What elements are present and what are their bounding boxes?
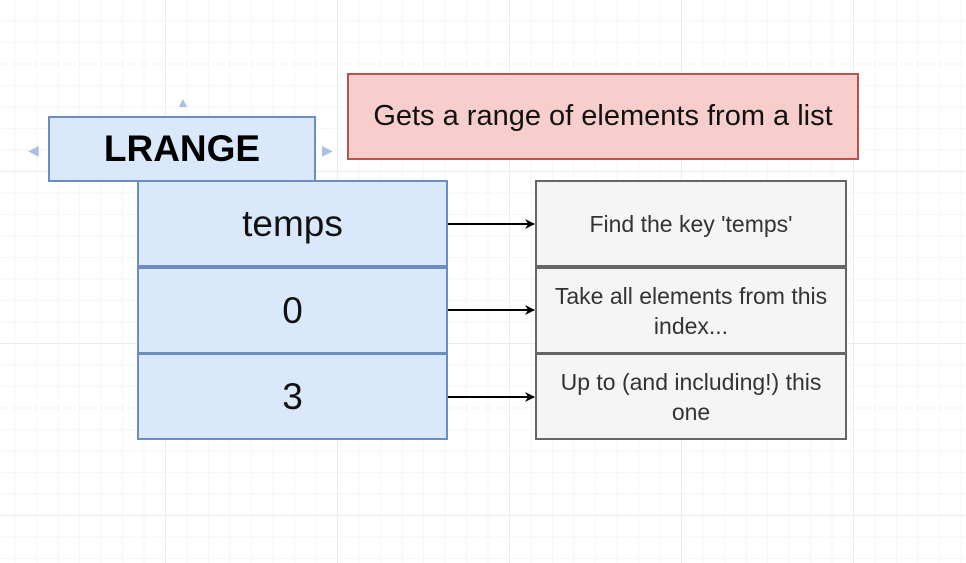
description-text: Gets a range of elements from a list: [373, 100, 833, 132]
note-key-text: Find the key 'temps': [589, 210, 793, 237]
resize-arrow-up-icon[interactable]: ▲: [176, 94, 190, 110]
resize-arrow-left-icon[interactable]: ◀: [28, 142, 39, 158]
note-start-text: Take all elements from this index...: [554, 282, 828, 339]
command-title-text: LRANGE: [103, 128, 261, 169]
argument-stop-text: 3: [282, 375, 303, 417]
note-key-cell[interactable]: Find the key 'temps': [535, 180, 847, 267]
resize-arrow-right-icon[interactable]: ▶: [322, 142, 333, 158]
argument-stop-cell[interactable]: 3: [137, 353, 448, 440]
argument-key-text: temps: [242, 202, 343, 244]
description-box[interactable]: Gets a range of elements from a list: [347, 73, 859, 160]
note-stop-cell[interactable]: Up to (and including!) this one: [535, 353, 847, 440]
argument-key-cell[interactable]: temps: [137, 180, 448, 267]
argument-start-text: 0: [282, 289, 303, 331]
command-title-box[interactable]: LRANGE: [48, 116, 316, 182]
note-start-cell[interactable]: Take all elements from this index...: [535, 267, 847, 354]
argument-start-cell[interactable]: 0: [137, 267, 448, 354]
note-stop-text: Up to (and including!) this one: [560, 368, 822, 425]
